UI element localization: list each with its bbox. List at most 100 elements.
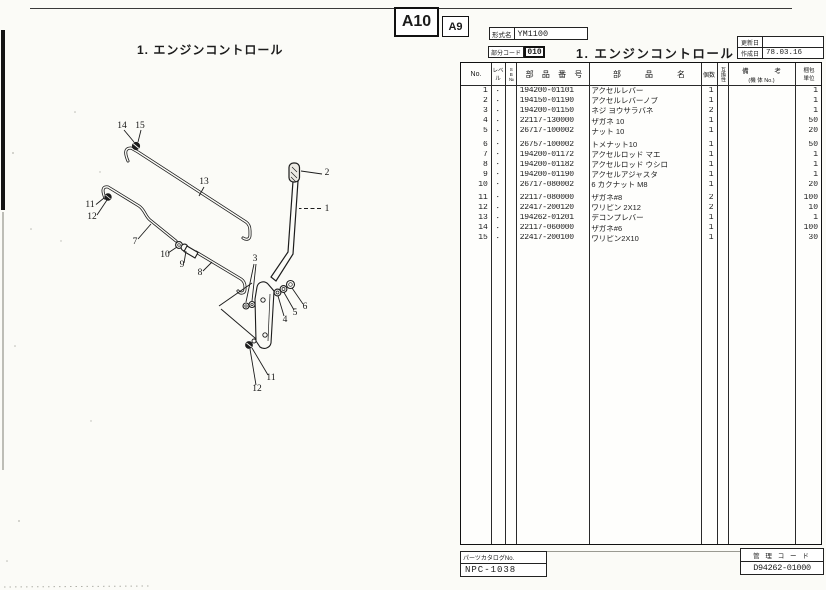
leader-14 [123,129,135,143]
cell-no: 14 [478,224,488,233]
cell-part_no: 22117-130000 [519,117,574,126]
leader-12-top [96,199,108,216]
updated-label: 更新日 [738,37,763,47]
cell-pack: 1 [813,150,819,159]
cell-name: 6 カクナット M8 [591,181,648,189]
cell-no: 7 [483,150,488,159]
leader-11-top [95,197,105,205]
cell-part_no: 194150-01190 [519,97,574,106]
callout-1: 1 [325,204,330,214]
cell-qty: 1 [708,150,714,159]
cell-qty: 1 [708,180,714,189]
sleeve-part-8 [183,245,199,259]
bolt-highlight [105,194,111,200]
cell-name: ナット 10 [591,127,625,136]
callout-3: 3 [253,254,258,264]
column-divider [589,63,590,544]
cell-pack: 30 [808,234,819,243]
cell-part_no: 194200-01190 [519,170,574,179]
footer-rule [545,551,741,552]
cell-name: アクセルアジャスタ [591,171,658,179]
rod-8 [194,250,247,295]
cell-qty: 1 [708,87,714,96]
updated-row: 更新日 [738,37,823,47]
lever-knob [288,162,301,183]
cell-name: アクセルレバーノブ [591,97,658,105]
cell-name: ネジ ヨウサラバネ [591,107,654,115]
cell-qty: 1 [708,117,714,126]
cell-level: ･ [496,234,500,242]
cell-no: 8 [483,160,488,169]
cell-level: ･ [496,151,500,159]
cell-no: 2 [483,97,488,106]
control-code-value: D94262-01000 [753,563,811,573]
cell-name: ザガネ 10 [591,117,625,126]
callout-12: 12 [87,212,97,222]
washer-part-4-inner [275,290,280,295]
page-code-secondary-badge: A9 [442,16,469,37]
callout-11: 11 [85,200,94,210]
cell-no: 11 [478,193,488,202]
callout-12-bottom: 12 [252,384,262,394]
header-remarks-main: 備 考 [742,67,793,75]
cell-name: アクセルレバー [591,87,644,95]
bracket-hole [260,297,266,303]
cell-qty: 1 [708,127,714,136]
leader-10 [167,246,178,254]
cell-no: 1 [483,87,488,96]
cell-name: トメナット10 [591,140,638,149]
cell-part_no: 26717-100002 [519,127,574,136]
header-compat: 互換性 [720,66,726,82]
cell-pack: 50 [808,140,819,149]
catalog-number-box: パーツカタログNo. NPC-1038 [460,551,547,577]
rod-8-inner [195,251,246,294]
cell-level: ･ [496,141,500,149]
cell-part_no: 26757-100002 [519,140,574,149]
cell-pack: 10 [808,204,819,213]
cell-part_no: 194262-01201 [519,214,574,223]
leader-3b [251,263,257,302]
cell-qty: 1 [708,160,714,169]
header-part-number: 部 品 番 号 [525,69,586,79]
rod-13-inner [125,147,251,240]
section-code-box: 部分コード 010 [488,46,546,58]
cell-no: 13 [478,214,488,223]
cell-part_no: 22117-060000 [519,224,574,233]
cell-qty: 2 [708,193,714,202]
rod-7-inner [102,186,177,242]
model-name-value: YM1100 [514,27,588,40]
header-packing-line2: 単位 [803,76,815,82]
lever-shaft [270,180,299,282]
column-divider [505,63,506,544]
callout-14: 14 [117,121,127,131]
callout-11-bottom: 11 [266,373,275,383]
cell-name: ザガネ#8 [591,194,623,202]
washer-part-5-inner [281,287,286,291]
cell-name: アクセルロッド ウシロ [591,160,669,169]
column-divider [728,63,729,544]
header-packing-line1: 梱包 [803,68,815,74]
cell-qty: 1 [708,214,714,223]
callout-6: 6 [303,302,308,312]
cell-level: ･ [496,97,500,105]
cell-no: 10 [478,180,488,189]
washer-small [251,338,257,344]
cell-name: ザガネ#6 [591,224,623,233]
leader-12-bottom [249,348,257,386]
header-qty: 個数 [702,72,715,79]
scan-dotted-line [3,585,151,588]
dates-box: 更新日 作成日 78.03.16 [737,36,824,59]
created-value: 78.03.16 [766,49,803,57]
leader-6 [291,287,304,305]
cell-part_no: 194200-01172 [519,150,574,159]
cell-level: ･ [496,117,500,125]
bracket-hole [262,332,268,338]
